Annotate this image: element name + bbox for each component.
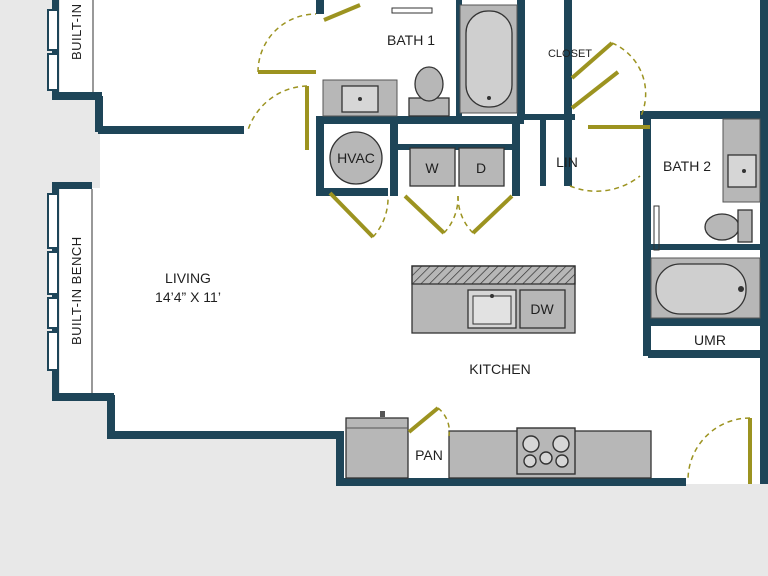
doors — [247, 3, 752, 484]
washer-label: W — [425, 160, 439, 176]
dishwasher-label: DW — [530, 301, 554, 317]
bath2-tub-icon — [650, 257, 761, 319]
room-label-living: LIVING — [165, 270, 211, 286]
room-label-closet: CLOSET — [548, 48, 592, 60]
room-label-umr: UMR — [694, 332, 726, 348]
room-label-linen: LIN — [556, 154, 578, 170]
pantry-label: PAN — [415, 447, 443, 463]
dryer-label: D — [476, 160, 486, 176]
bath1-vanity — [322, 79, 398, 117]
built-in-bench-left: BUILT-IN BENCH — [69, 189, 93, 393]
bench-top-label: BUILT-IN — [69, 4, 84, 61]
hvac-label: HVAC — [337, 150, 375, 166]
bath2-vanity — [722, 118, 761, 203]
room-label-kitchen: KITCHEN — [469, 361, 530, 377]
washer-icon — [409, 147, 456, 187]
bath1-towel-bar — [391, 7, 433, 14]
bath2-towel-bar — [653, 205, 660, 251]
bath2-toilet-icon — [704, 209, 753, 243]
pantry — [409, 436, 449, 478]
kitchen-counter-left — [345, 411, 409, 479]
window-top-left — [47, 9, 59, 91]
built-in-bench-top: BUILT-IN — [69, 0, 94, 92]
dryer-icon — [458, 147, 505, 187]
bath1-toilet-icon — [408, 66, 450, 117]
window-left — [47, 193, 59, 371]
stove-icon — [516, 427, 576, 475]
room-label-bath2: BATH 2 — [663, 158, 711, 174]
room-dimension-living: 14’4” X 11’ — [155, 289, 221, 305]
bench-left-label: BUILT-IN BENCH — [69, 236, 84, 345]
kitchen-island — [411, 265, 576, 334]
bath1-tub-icon — [459, 4, 518, 114]
hvac-unit — [324, 124, 388, 188]
room-label-bath1: BATH 1 — [387, 32, 435, 48]
